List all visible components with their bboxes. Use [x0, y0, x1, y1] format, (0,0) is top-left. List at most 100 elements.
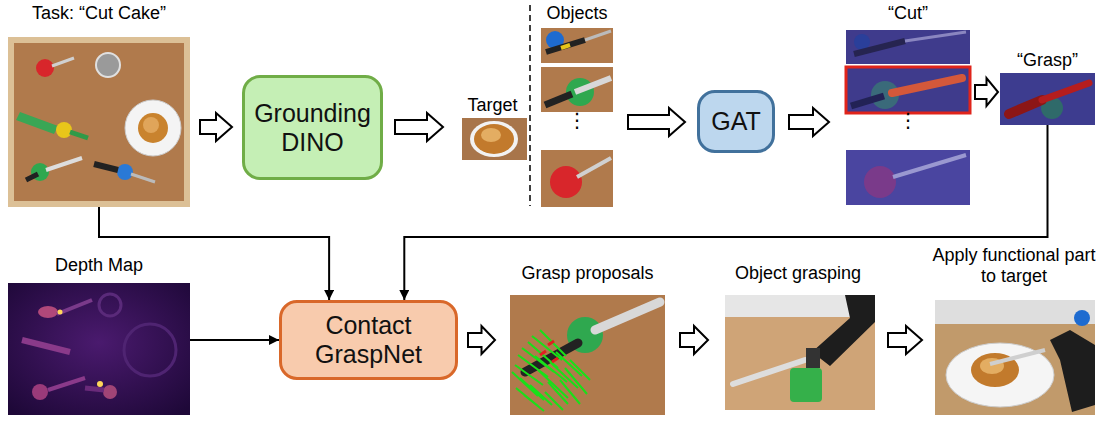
apply-to-target-photo-part — [1050, 330, 1095, 412]
cut-affordance-masks-part — [851, 96, 884, 106]
ellipsis-mark: ⋮ — [565, 110, 589, 130]
connector-line — [190, 339, 279, 341]
node-heading: Depth Map — [8, 255, 190, 276]
depth-map-image-part — [97, 381, 103, 387]
block-arrow — [888, 326, 922, 354]
cut-affordance-masks-part — [905, 32, 966, 41]
cut-affordance-masks-part — [892, 78, 962, 93]
object-crops-part — [546, 40, 585, 52]
node-heading: “Grasp” — [1000, 50, 1095, 71]
box-label: Contact GraspNet — [286, 311, 451, 369]
block-arrow — [200, 113, 232, 141]
task-photo-part — [52, 58, 74, 66]
grasp-mask — [1000, 73, 1095, 125]
grasp-mask-part — [1042, 83, 1089, 100]
node-heading: Objects — [538, 3, 616, 24]
apply-to-target-photo-part — [1074, 310, 1090, 326]
task-photo — [8, 37, 190, 207]
cut-affordance-masks-part — [846, 67, 970, 113]
node-heading: Object grasping — [718, 263, 878, 284]
object-grasping-node: Object grasping — [718, 263, 878, 413]
grasp-image-node: “Grasp” — [1000, 50, 1095, 125]
node-heading: Task: “Cut Cake” — [8, 3, 190, 24]
depth-map-image-part — [38, 306, 58, 318]
object-grasping-photo-part — [733, 360, 805, 384]
object-crops — [541, 28, 613, 207]
node-heading: Apply functional part to target — [932, 245, 1096, 286]
depth-map-image-part — [103, 385, 117, 399]
apply-to-target-photo-part — [935, 300, 1095, 324]
process-box: GAT — [697, 90, 775, 153]
block-arrow — [789, 108, 829, 136]
process-box: Grounding DINO — [242, 75, 383, 180]
cut-affordance-masks-part — [893, 155, 966, 177]
object-grasping-photo-part — [725, 295, 875, 410]
apply-to-target-photo — [935, 300, 1095, 415]
apply-node: Apply functional part to target — [932, 245, 1096, 415]
depth-map-image-part — [124, 324, 176, 376]
box-label: Grounding DINO — [249, 99, 376, 157]
grasp-proposals-image-part — [595, 302, 660, 330]
object-crops-part — [550, 166, 582, 198]
task-image-node: Task: “Cut Cake” — [8, 3, 190, 207]
block-arrow — [395, 113, 443, 141]
grasp-proposals-node: Grasp proposals — [505, 263, 670, 415]
target-cake-photo-part — [481, 128, 501, 142]
object-crops-part — [545, 94, 572, 105]
object-grasping-photo-part — [812, 295, 875, 366]
block-arrow — [680, 326, 708, 354]
grasp-mask-part — [1000, 73, 1095, 125]
cut-affordance-masks — [846, 30, 970, 205]
grasp-proposals-image-part — [510, 295, 665, 415]
object-grasping-photo-part — [806, 348, 820, 368]
task-photo-part — [94, 164, 118, 170]
node-heading: Target — [455, 95, 530, 116]
task-photo-part — [36, 59, 54, 77]
target-cake-photo — [462, 118, 527, 160]
dashed-separator — [529, 5, 531, 206]
depth-map-image-part — [32, 384, 48, 400]
depth-map-node: Depth Map — [8, 255, 190, 415]
task-photo-part — [131, 174, 155, 182]
depth-map-image — [8, 283, 190, 415]
task-photo-part — [26, 174, 38, 180]
depth-map-image-part — [58, 310, 63, 315]
task-photo-part — [125, 100, 181, 156]
task-photo-part — [117, 164, 133, 180]
grasp-proposals-image-part — [512, 330, 590, 411]
object-crops-part — [541, 67, 613, 112]
grasp-mask-part — [1009, 100, 1042, 114]
target-cake-photo-part — [474, 124, 514, 154]
depth-map-image-part — [57, 300, 92, 314]
cut-affordance-masks-part — [846, 30, 970, 64]
box-label: GAT — [711, 107, 761, 136]
task-photo-part — [143, 117, 159, 133]
task-photo-part — [16, 112, 58, 134]
cut-affordance-masks-part — [846, 67, 970, 113]
process-box: Contact GraspNet — [279, 300, 458, 380]
ellipsis-mark: ⋮ — [896, 110, 920, 130]
object-crops-part — [577, 158, 611, 177]
depth-map-image-part — [22, 340, 70, 352]
object-crops-part — [575, 78, 611, 92]
block-arrow — [468, 326, 495, 354]
task-photo-part — [96, 53, 120, 77]
object-grasping-photo — [725, 295, 875, 410]
objects-image-node: Objects — [538, 3, 616, 208]
apply-to-target-photo-part — [990, 350, 1045, 364]
node-heading: “Cut” — [843, 3, 973, 24]
object-grasping-photo-part — [790, 368, 822, 402]
depth-map-image-part — [85, 388, 104, 390]
object-crops-part — [541, 28, 613, 63]
cut-image-node: “Cut” — [843, 3, 973, 208]
task-photo-part — [14, 43, 184, 201]
task-photo-part — [8, 37, 190, 207]
grasp-proposals-image-part — [540, 341, 558, 362]
cut-affordance-masks-part — [846, 150, 970, 205]
object-crops-part — [585, 31, 611, 40]
cut-affordance-masks-part — [864, 166, 896, 198]
node-heading: Grasp proposals — [505, 263, 670, 284]
target-cake-photo-part — [470, 121, 518, 157]
